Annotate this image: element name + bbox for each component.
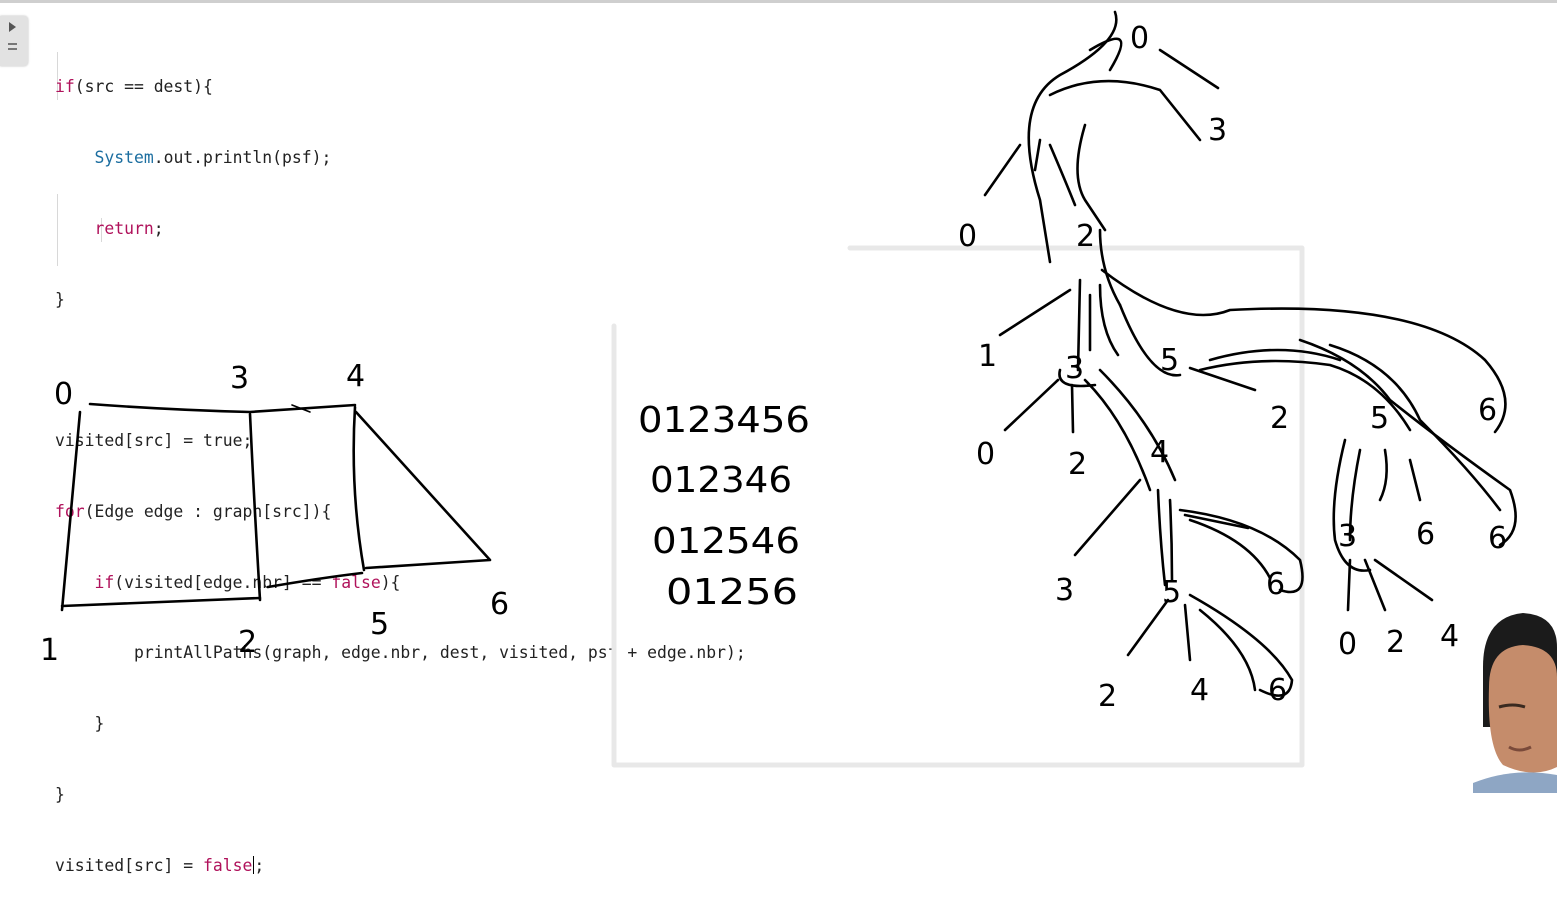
whiteboard-ink[interactable]: 0 3 4 1 2 5 6 0123456 012346 012546 0125…	[0, 0, 1557, 793]
tree-node: 0	[958, 219, 977, 254]
graph-node-6: 6	[490, 587, 509, 622]
tree-node: 3	[1208, 113, 1227, 148]
code-editor[interactable]: if(src == dest){ System.out.println(psf)…	[55, 28, 746, 901]
code-line: visited[src] = true;	[55, 431, 253, 451]
graph-node-labels: 0 3 4 1 2 5 6	[40, 359, 509, 668]
tree-node: 3	[1065, 351, 1084, 386]
tree-node: 5	[1160, 343, 1179, 378]
tree-node: 5	[1162, 575, 1181, 610]
indent-guide	[57, 194, 58, 266]
graph-node-0: 0	[54, 377, 73, 412]
tree-node: 5	[1370, 401, 1389, 436]
faint-box	[611, 245, 1305, 768]
recursion-tree	[983, 10, 1517, 697]
tree-node: 3	[1338, 519, 1357, 554]
presenter-webcam	[1473, 607, 1557, 793]
graph-node-2: 2	[238, 625, 257, 660]
graph-node-1: 1	[40, 633, 59, 668]
graph-edges	[60, 402, 492, 612]
code-line: if(src == dest){	[55, 77, 213, 97]
code-line: if(visited[edge.nbr] == false){	[94, 572, 401, 592]
path-list: 0123456 012346 012546 01256	[638, 400, 810, 613]
graph-node-4: 4	[346, 359, 365, 394]
code-line: for(Edge edge : graph[src]){	[55, 501, 332, 521]
tree-node: 4	[1190, 673, 1209, 708]
code-line: printAllPaths(graph, edge.nbr, dest, vis…	[133, 643, 746, 663]
list-icon	[8, 43, 17, 55]
tree-node: 2	[1068, 447, 1087, 482]
indent-guide	[101, 218, 102, 242]
tree-node: 4	[1440, 619, 1459, 654]
path-2: 012346	[650, 460, 792, 501]
tree-node: 2	[1386, 625, 1405, 660]
tree-node: 0	[1130, 21, 1149, 56]
sidebar-toggle-button[interactable]	[0, 16, 28, 66]
tree-node: 2	[1098, 679, 1117, 714]
graph-node-5: 5	[370, 607, 389, 642]
tree-node: 6	[1266, 567, 1285, 602]
code-line: return;	[94, 218, 164, 238]
tree-node: 2	[1076, 219, 1095, 254]
path-1: 0123456	[638, 400, 810, 441]
code-line: }	[94, 714, 105, 734]
code-line: visited[src] = false;	[55, 855, 265, 875]
play-arrow-icon	[9, 22, 16, 32]
graph-node-3: 3	[230, 361, 249, 396]
tree-node: 6	[1268, 673, 1287, 708]
indent-guide	[57, 52, 58, 100]
tree-node: 3	[1055, 573, 1074, 608]
path-4: 01256	[666, 572, 798, 613]
tree-labels: 0 3 0 2 1 3 5 2 0 2 4 6 5 3 5 6 2 4 6 3 …	[958, 21, 1507, 714]
path-3: 012546	[652, 521, 800, 562]
code-line: }	[55, 289, 65, 309]
tree-node: 6	[1478, 393, 1497, 428]
code-line: System.out.println(psf);	[94, 147, 332, 167]
tree-node: 2	[1270, 401, 1289, 436]
tree-node: 0	[1338, 627, 1357, 662]
tree-node: 0	[976, 437, 995, 472]
top-border	[0, 0, 1557, 3]
tree-node: 4	[1150, 435, 1169, 470]
tree-node: 6	[1488, 521, 1507, 556]
tree-node: 6	[1416, 517, 1435, 552]
tree-node: 1	[978, 339, 997, 374]
